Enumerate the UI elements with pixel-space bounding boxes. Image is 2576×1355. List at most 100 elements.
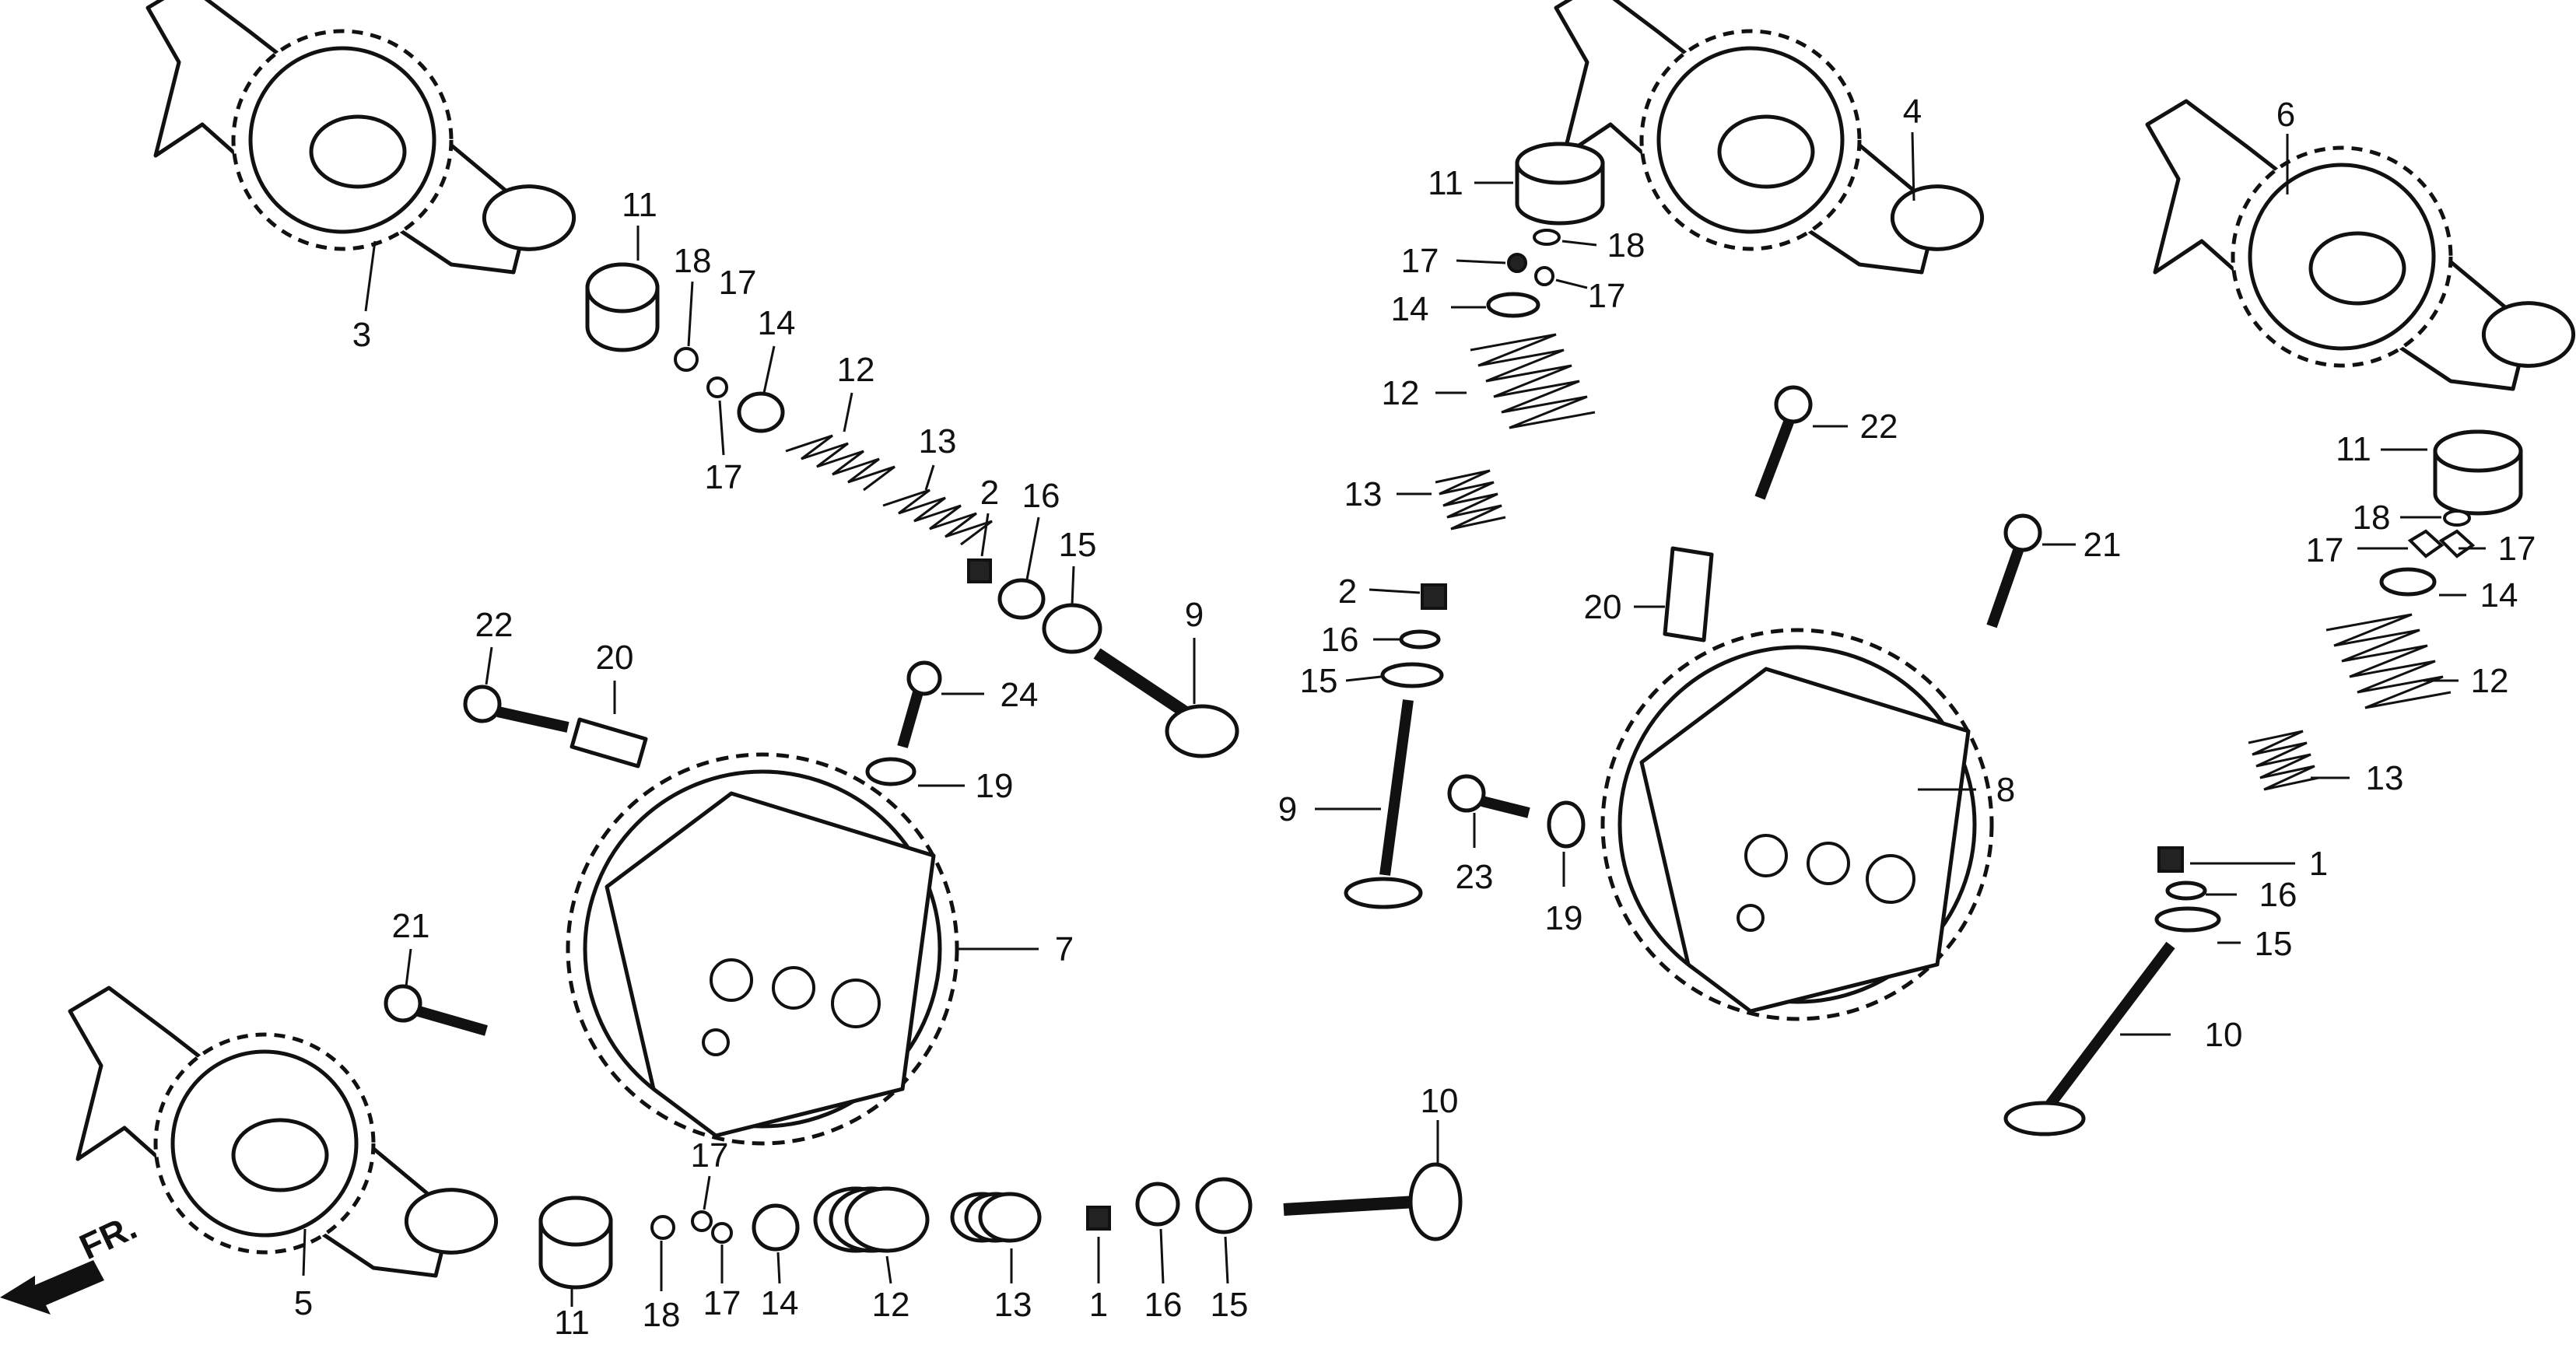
camshaft-3 <box>148 0 574 272</box>
bolt-21-c <box>1986 513 2042 628</box>
washer-19-c <box>1547 800 1586 849</box>
callout-21-a: 21 <box>392 907 430 945</box>
callout-13-b: 13 <box>994 1286 1032 1324</box>
valve-lifter-11-d <box>2433 429 2523 516</box>
callout-8: 8 <box>1996 771 2015 809</box>
inner-spring-13-d <box>2248 730 2319 791</box>
callout-17-c2: 17 <box>1588 277 1626 315</box>
callout-12-d: 12 <box>2471 662 2509 700</box>
callout-22-a: 22 <box>475 606 513 644</box>
seal-1-d <box>2157 846 2184 873</box>
callout-18-a: 18 <box>674 242 712 280</box>
retainer-14-a <box>737 391 785 433</box>
washer-15-a <box>1042 603 1102 654</box>
inner-spring-13-b <box>950 1192 1042 1243</box>
callout-12-c: 12 <box>1382 374 1420 412</box>
seat-16-a <box>997 578 1046 620</box>
callout-14-b: 14 <box>761 1284 799 1322</box>
cam-holder-8 <box>1603 630 1992 1019</box>
seal-2-c <box>1421 583 1447 610</box>
bolt-21-a <box>384 984 488 1036</box>
callout-20-a: 20 <box>596 639 634 677</box>
callout-20-c: 20 <box>1584 588 1622 626</box>
callout-16-a: 16 <box>1022 477 1060 515</box>
callout-14-c: 14 <box>1391 290 1429 328</box>
callout-17-a1: 17 <box>719 264 757 302</box>
callout-16-d: 16 <box>2259 876 2297 914</box>
valve-9-c <box>1344 699 1423 909</box>
callout-5: 5 <box>294 1284 313 1322</box>
callout-15-c: 15 <box>1300 662 1338 700</box>
retainer-14-b <box>752 1203 800 1252</box>
callout-22-c: 22 <box>1860 408 1898 446</box>
callout-17-a2: 17 <box>705 458 743 496</box>
callout-17-d2: 17 <box>2498 530 2536 568</box>
shim-18-a <box>674 347 699 372</box>
outer-spring-12-c <box>1470 333 1596 429</box>
dowel-20-a <box>570 717 648 769</box>
callout-17-b1: 17 <box>691 1136 729 1175</box>
valve-10-b <box>1283 1162 1463 1241</box>
callout-16-b: 16 <box>1144 1286 1183 1324</box>
callout-3: 3 <box>352 316 371 354</box>
retainer-14-d <box>2379 567 2437 597</box>
valve-lifter-11-b <box>538 1196 613 1290</box>
inner-spring-13-c <box>1435 469 1506 530</box>
callout-9-c: 9 <box>1278 790 1297 828</box>
callout-15-d: 15 <box>2255 925 2293 963</box>
camshaft-6 <box>2147 101 2574 389</box>
callout-10-d: 10 <box>2205 1016 2243 1054</box>
cotter-17-a <box>706 376 728 398</box>
callout-24: 24 <box>1001 676 1039 714</box>
valve-9-a <box>1093 648 1239 758</box>
seat-16-b <box>1135 1182 1180 1227</box>
callout-23: 23 <box>1456 858 1494 896</box>
callout-13-d: 13 <box>2366 759 2404 797</box>
callout-12-b: 12 <box>872 1286 910 1324</box>
inner-spring-13-a <box>881 488 994 546</box>
callout-14-d: 14 <box>2480 576 2518 614</box>
cotter-17-c <box>1507 253 1527 273</box>
callout-19-a: 19 <box>976 767 1014 805</box>
callout-21-c: 21 <box>2084 526 2122 564</box>
outer-spring-12-a <box>784 434 896 492</box>
washer-15-c <box>1380 662 1444 688</box>
front-indicator: FR. <box>73 1206 142 1267</box>
shim-18-b <box>650 1215 675 1240</box>
washer-19-a <box>865 757 916 786</box>
outer-spring-12-b <box>813 1186 930 1253</box>
dowel-20-c <box>1663 546 1714 642</box>
outer-spring-12-d <box>2325 613 2452 709</box>
callout-17-c1: 17 <box>1401 242 1439 280</box>
callout-11-a: 11 <box>622 186 657 224</box>
callout-13-c: 13 <box>1344 475 1383 513</box>
valve-10-d <box>2003 941 2175 1136</box>
seal-1-b <box>1086 1206 1111 1231</box>
seal-2-a <box>967 558 992 583</box>
callout-1-b: 1 <box>1089 1286 1108 1324</box>
bolt-23 <box>1447 774 1530 818</box>
callout-14-a: 14 <box>758 304 796 342</box>
callout-11-d: 11 <box>2336 430 2371 468</box>
callout-11-c: 11 <box>1428 164 1463 202</box>
cam-holder-7 <box>568 755 957 1143</box>
callout-17-d1: 17 <box>2306 531 2344 569</box>
callout-16-c: 16 <box>1321 621 1359 659</box>
seat-16-d <box>2165 881 2207 901</box>
shim-18-d <box>2443 509 2471 527</box>
callout-11-b: 11 <box>554 1304 590 1342</box>
callout-6: 6 <box>2276 96 2295 134</box>
callout-15-a: 15 <box>1059 526 1097 564</box>
callout-19-c: 19 <box>1545 899 1583 937</box>
callout-18-d: 18 <box>2353 499 2391 537</box>
callout-9-a: 9 <box>1185 596 1204 634</box>
callout-17-b2: 17 <box>703 1284 741 1322</box>
callout-18-b: 18 <box>643 1296 681 1334</box>
bolt-24 <box>897 660 942 748</box>
seat-16-c <box>1399 629 1441 649</box>
callout-18-c: 18 <box>1607 226 1645 264</box>
cotter-17-d <box>2407 529 2445 558</box>
callout-7: 7 <box>1055 930 1074 968</box>
